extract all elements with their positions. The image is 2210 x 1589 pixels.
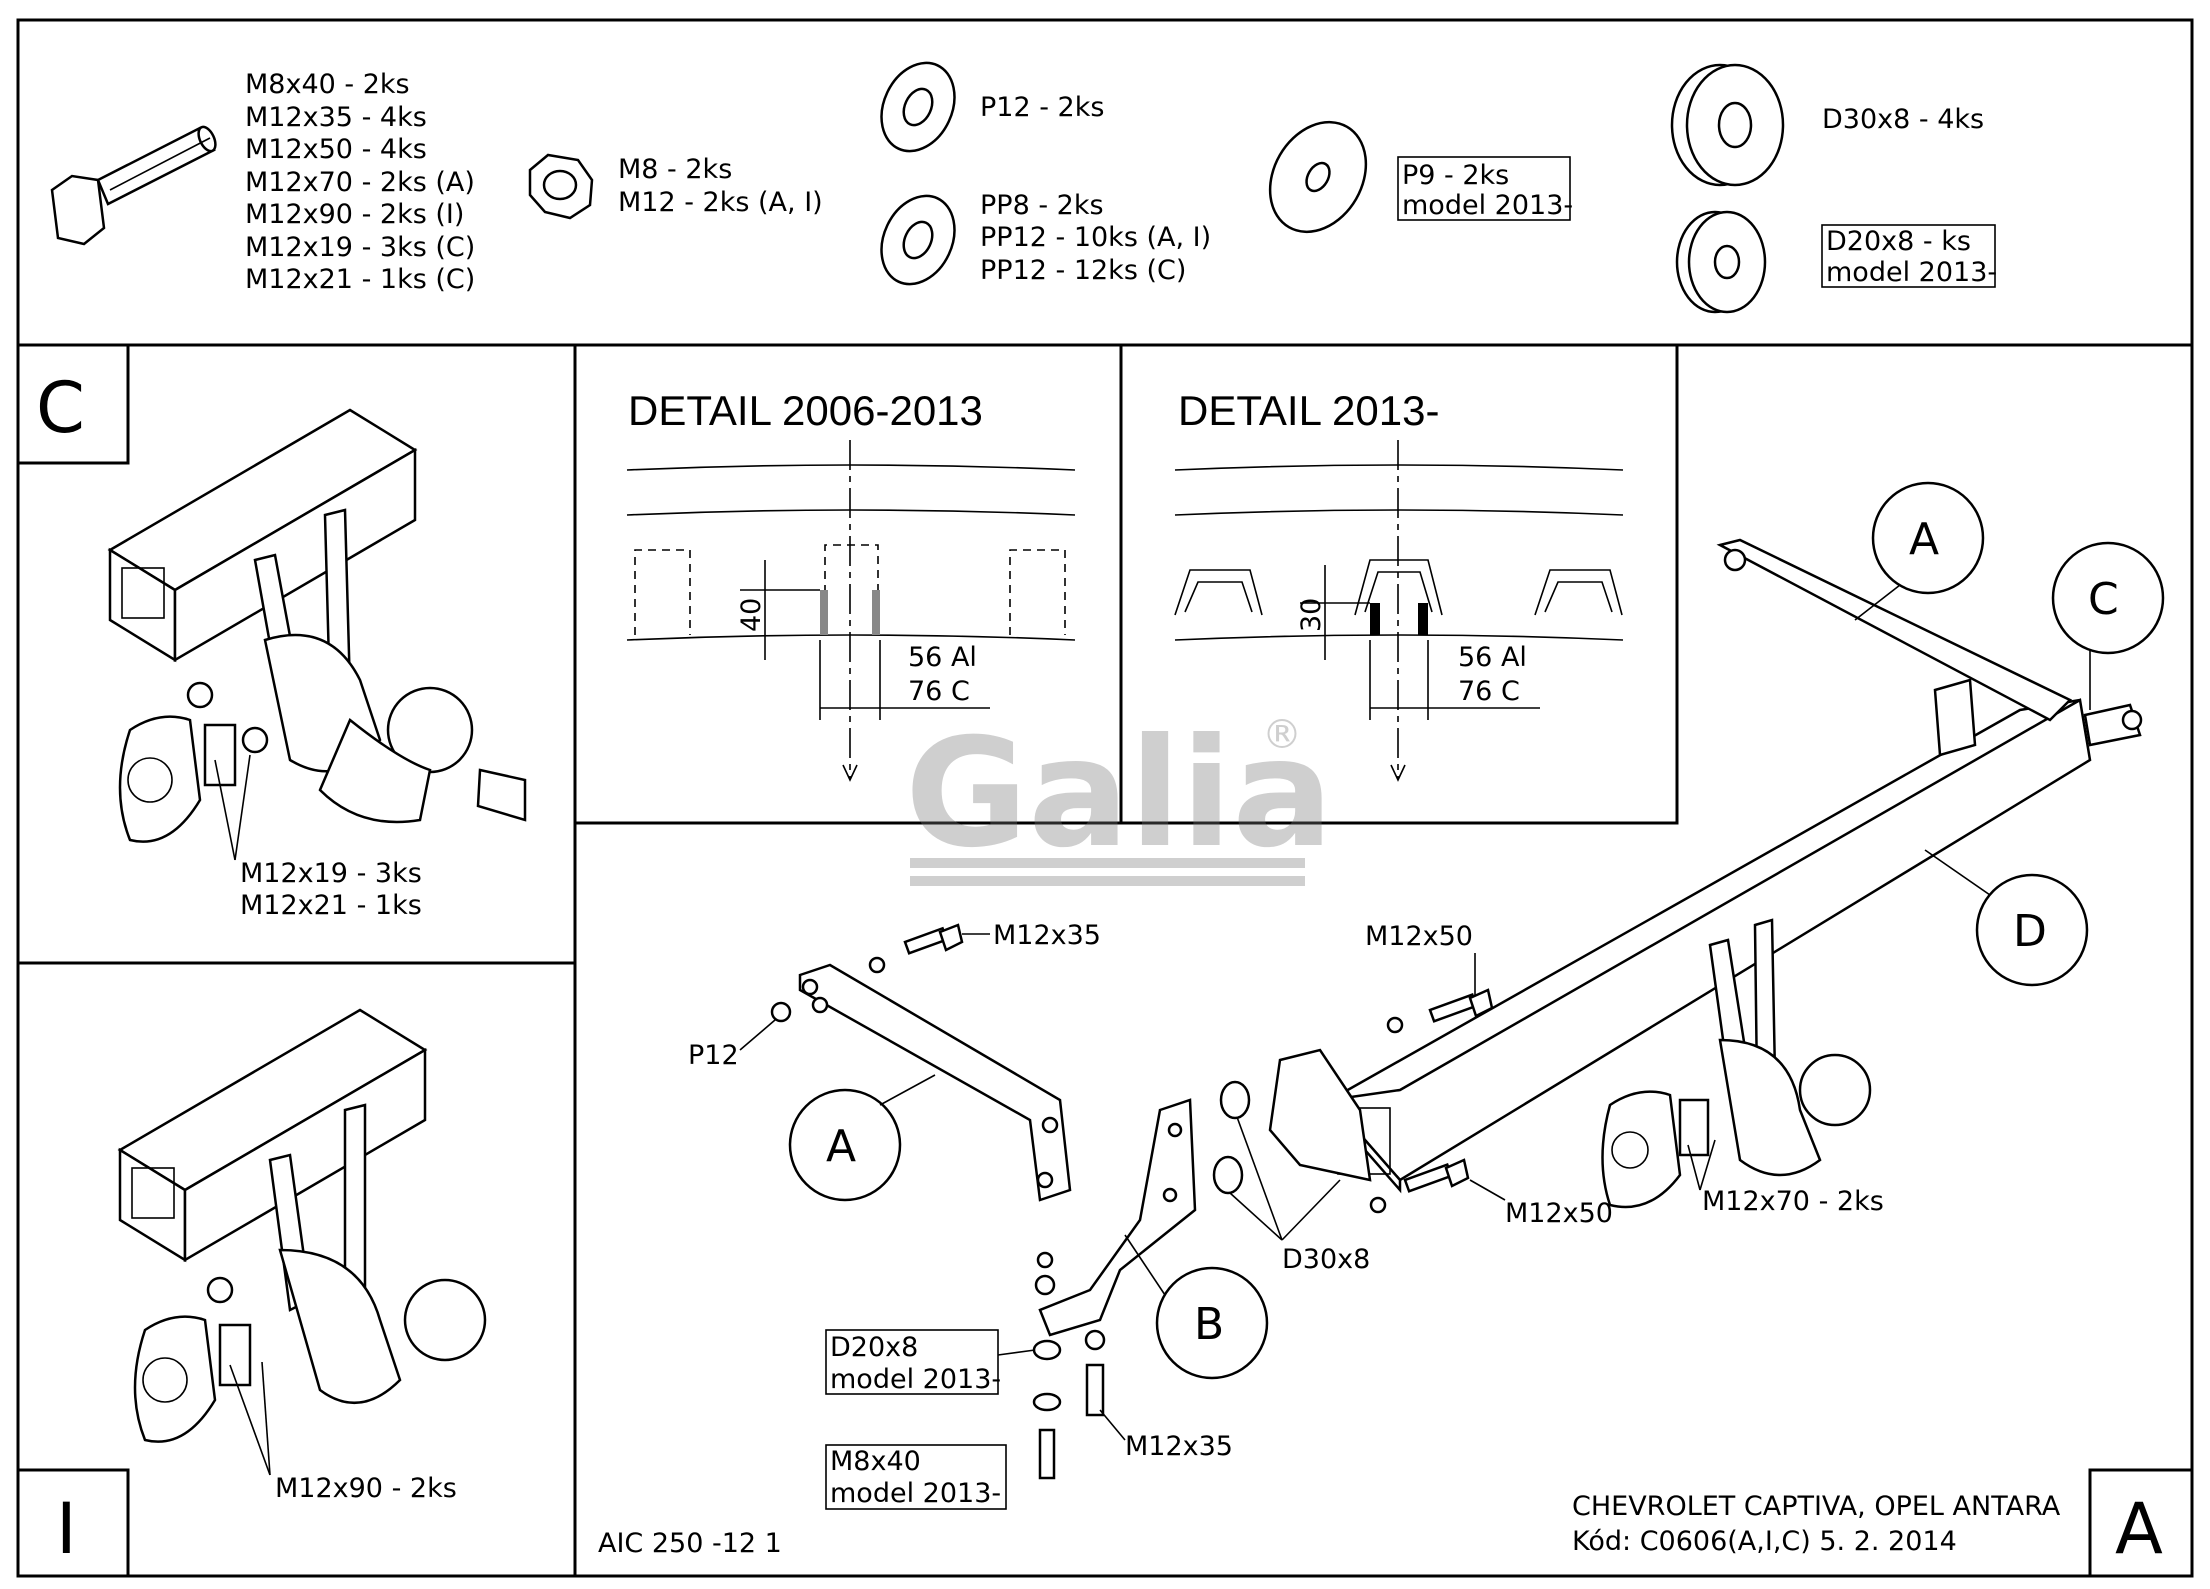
assembly-labels: M12x35 P12 M12x50 M12x50 M12x70 - 2ks D3…: [688, 920, 1884, 1510]
washer-p12-icon-a: [770, 1001, 792, 1023]
hitch-i-drawing: [117, 1008, 487, 1443]
bolt-spec-3: M12x70 - 2ks (A): [245, 167, 475, 198]
variant-i-letter: I: [56, 1488, 77, 1570]
spacer-d30-icon-b: [1212, 1155, 1244, 1195]
detail-right-spec-1: 76 C: [1458, 676, 1520, 707]
bolt-icon: [50, 125, 217, 246]
spacer-d30-icon: [1670, 63, 1785, 187]
bolt-spec-5: M12x19 - 3ks (C): [245, 232, 475, 263]
washer-pp-spec-0: PP8 - 2ks: [980, 190, 1104, 221]
variant-i-panel: I M12x90 - 2ks: [56, 1008, 487, 1570]
nut-spec-0: M8 - 2ks: [618, 154, 732, 185]
title-block: A AIC 250 -12 1 CHEVROLET CAPTIVA, OPEL …: [598, 1488, 2163, 1570]
detail-left-spec-1: 76 C: [908, 676, 970, 707]
bolt-spec-0: M8x40 - 2ks: [245, 69, 410, 100]
bolt-m12x50-bottom-icon: [1369, 1158, 1470, 1214]
label-m12x35-bottom: M12x35: [1125, 1431, 1233, 1462]
parts-list: M8x40 - 2ks M12x35 - 4ks M12x50 - 4ks M1…: [50, 61, 1997, 314]
variant-c-panel: C M12x19 - 3ks M12x21 - 1ks: [36, 367, 527, 921]
label-m8x40-1: model 2013-: [830, 1478, 1001, 1509]
label-p12: P12: [688, 1040, 739, 1071]
label-m12x70: M12x70 - 2ks: [1702, 1186, 1884, 1217]
assembly-drawing: [770, 538, 2143, 1480]
watermark-text: Galia: [905, 707, 1333, 881]
vehicle-name: CHEVROLET CAPTIVA, OPEL ANTARA: [1572, 1491, 2061, 1522]
detail-right-spec-0: 56 Al: [1458, 642, 1527, 673]
watermark-logo: Galia ®: [905, 707, 1333, 886]
spacer-d20-spec-1: model 2013-: [1826, 257, 1997, 288]
label-d20x8-0: D20x8: [830, 1332, 918, 1363]
spacer-d20-spec-0: D20x8 - ks: [1826, 226, 1971, 257]
detail-right-dim: 30: [1296, 598, 1327, 632]
bolt-spec-6: M12x21 - 1ks (C): [245, 264, 475, 295]
label-m12x50-bottom: M12x50: [1505, 1198, 1613, 1229]
variant-c-letter: C: [36, 367, 85, 449]
label-m8x40-0: M8x40: [830, 1446, 921, 1477]
bolt-spec-4: M12x90 - 2ks (I): [245, 199, 464, 230]
detail-left-dim: 40: [736, 598, 767, 632]
bolt-spec-1: M12x35 - 4ks: [245, 102, 427, 133]
watermark-mark: ®: [1262, 712, 1302, 758]
callout-a-top: A: [1909, 514, 1939, 565]
washer-p12-icon: [880, 61, 956, 153]
bolt-spec-2: M12x50 - 4ks: [245, 134, 427, 165]
label-m12x35-top: M12x35: [993, 920, 1101, 951]
label-d20x8-1: model 2013-: [830, 1364, 1001, 1395]
detail-right-title: DETAIL 2013-: [1178, 387, 1439, 434]
label-d30x8: D30x8: [1282, 1244, 1370, 1275]
variant-c-label-0: M12x19 - 3ks: [240, 858, 422, 889]
washer-p9-spec-0: P9 - 2ks: [1402, 160, 1509, 191]
callout-b: B: [1194, 1299, 1224, 1350]
sheet-frame: [16, 18, 2194, 1578]
spacer-d30-icon-a: [1219, 1080, 1251, 1120]
nut-icon: [528, 153, 594, 220]
spacer-d30-spec: D30x8 - 4ks: [1822, 104, 1984, 135]
callout-c: C: [2088, 574, 2119, 625]
kod-date: Kód: C0606(A,I,C) 5. 2. 2014: [1572, 1526, 1957, 1557]
callout-d: D: [2013, 906, 2047, 957]
bolt-m12x35-top-icon: [868, 923, 964, 974]
callout-a-left: A: [826, 1121, 856, 1172]
drawing-code: AIC 250 -12 1: [598, 1528, 782, 1559]
assembly-letter: A: [2115, 1488, 2163, 1570]
washer-p12-spec: P12 - 2ks: [980, 92, 1104, 123]
detail-right: DETAIL 2013- 30 56 Al 76 C: [1174, 387, 1624, 782]
bolt-m12x50-top-icon: [1386, 988, 1494, 1034]
washer-p9-icon: [1268, 120, 1368, 234]
variant-c-label-1: M12x21 - 1ks: [240, 890, 422, 921]
washer-p9-spec-1: model 2013-: [1402, 190, 1573, 221]
nut-spec-1: M12 - 2ks (A, I): [618, 187, 823, 218]
label-m12x50-top: M12x50: [1365, 921, 1473, 952]
hitch-c-drawing: [107, 408, 527, 843]
washer-pp-spec-1: PP12 - 10ks (A, I): [980, 222, 1211, 253]
variant-i-label: M12x90 - 2ks: [275, 1473, 457, 1504]
detail-left-spec-0: 56 Al: [908, 642, 977, 673]
spacer-d20-icon: [1675, 210, 1767, 314]
washer-pp-spec-2: PP12 - 12ks (C): [980, 255, 1186, 286]
detail-left: DETAIL 2006-2013 40 56 Al 76 C: [626, 387, 1076, 782]
detail-left-title: DETAIL 2006-2013: [628, 387, 983, 434]
washer-pp-icon: [880, 194, 956, 286]
assembly-callouts: A A B C D: [788, 481, 2165, 1380]
